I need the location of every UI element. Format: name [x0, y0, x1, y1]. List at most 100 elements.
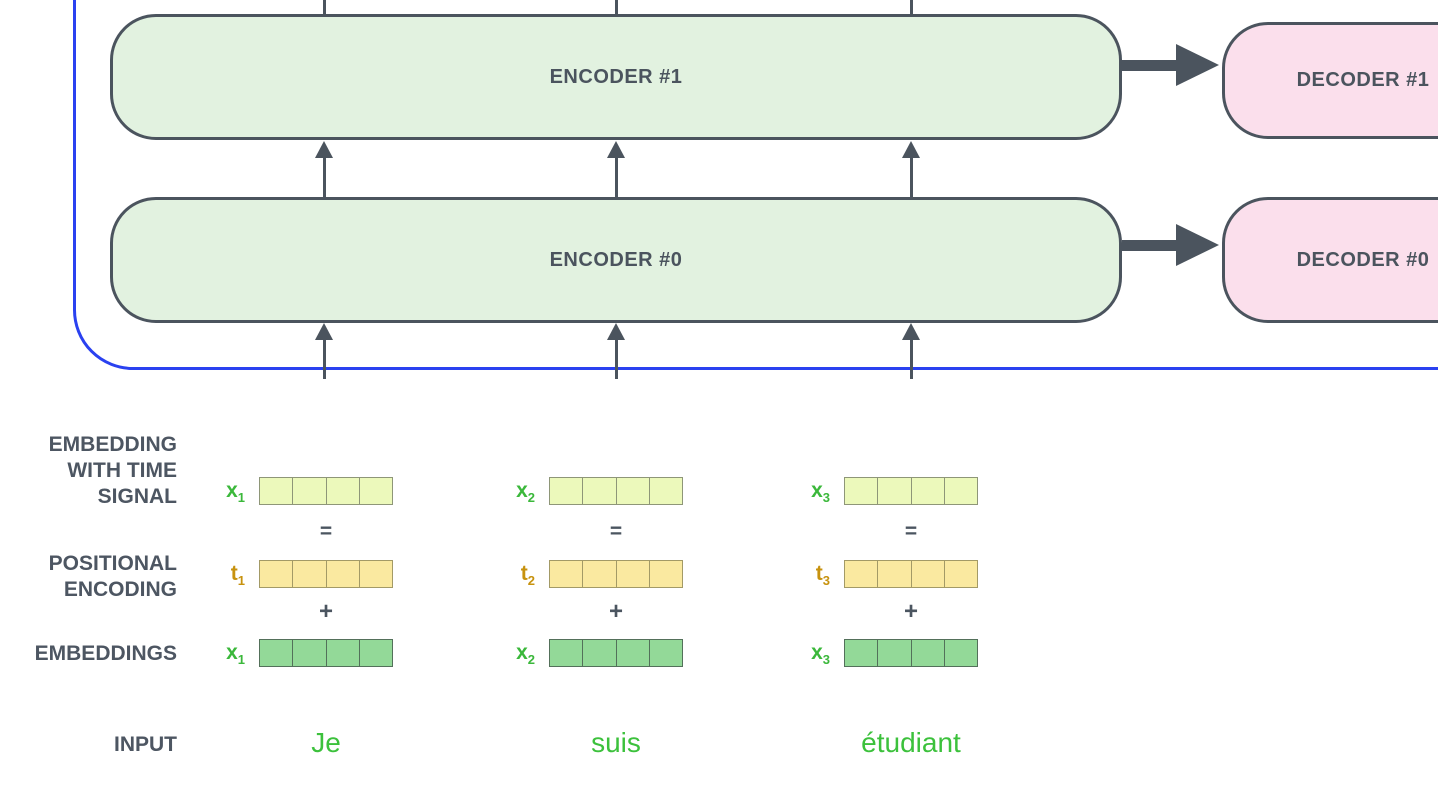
input-word: étudiant [861, 727, 961, 758]
embedding-column-1: x1 = t1 + x1 Je [199, 470, 393, 790]
vector-cell [650, 561, 682, 587]
time-signal-vector-cells [549, 477, 683, 505]
vector-cell [293, 640, 327, 666]
vector-cell [260, 561, 294, 587]
vector-cell [360, 561, 392, 587]
top-stem-3 [910, 0, 913, 15]
embedding-vector-cells [844, 639, 978, 667]
vector-cell [650, 478, 682, 504]
up-arrow-stem [910, 339, 913, 379]
vector-cell [945, 640, 977, 666]
up-arrow-stem [323, 157, 326, 198]
time-signal-vector-label: x1 [226, 479, 245, 506]
up-arrow-stem [323, 339, 326, 379]
label-line: POSITIONAL [48, 552, 177, 575]
vector-cell [617, 561, 650, 587]
embedding-vector-label: x3 [811, 641, 830, 668]
encoder0-to-decoder0-arrow-shaft [1122, 240, 1178, 251]
label-line: WITH TIME [67, 459, 177, 482]
plus-operator: + [318, 598, 333, 625]
positional-vector-cells [844, 560, 978, 588]
label-line: EMBEDDING [48, 433, 177, 456]
up-arrow-icon [315, 323, 333, 340]
plus-operator: + [608, 598, 623, 625]
encoder1-to-decoder1-arrow-shaft [1122, 60, 1178, 71]
encoder0-to-decoder0-arrow-head [1176, 224, 1219, 266]
vector-cell [878, 561, 912, 587]
up-arrow-stem [615, 339, 618, 379]
encoder-1-label: ENCODER #1 [549, 65, 683, 88]
vector-cell [583, 561, 617, 587]
up-arrow-stem [910, 157, 913, 198]
positional-encoding-label: POSITIONAL ENCODING [0, 551, 177, 603]
equals-operator: = [319, 520, 333, 543]
encoder-stack-outline [73, 0, 1438, 370]
embedding-column-3: x3 = t3 + x3 étudiant [784, 470, 978, 790]
vector-cell [945, 478, 977, 504]
time-signal-vector-cells [844, 477, 978, 505]
vector-cell [293, 478, 327, 504]
positional-vector-label: t1 [230, 562, 245, 589]
vector-cell [550, 640, 584, 666]
vector-cell [878, 640, 912, 666]
decoder-1-box: DECODER #1 [1222, 22, 1438, 139]
positional-vector-label: t2 [520, 562, 535, 589]
decoder-1-label: DECODER #1 [1296, 69, 1430, 91]
decoder-0-label: DECODER #0 [1296, 248, 1430, 271]
positional-vector-cells [259, 560, 393, 588]
input-word: suis [591, 727, 641, 758]
up-arrow-icon [902, 141, 920, 158]
positional-vector-label: t3 [815, 562, 830, 589]
vector-cell [550, 478, 584, 504]
embedding-vector-label: x2 [516, 641, 535, 668]
vector-cell [945, 561, 977, 587]
vector-cell [260, 478, 294, 504]
label-line: ENCODING [63, 578, 177, 601]
vector-cell [260, 640, 294, 666]
vector-cell [912, 561, 945, 587]
up-arrow-icon [607, 323, 625, 340]
up-arrow-stem [615, 157, 618, 198]
vector-cell [583, 640, 617, 666]
embedding-vector-label: x1 [226, 641, 245, 668]
vector-cell [845, 561, 879, 587]
vector-cell [878, 478, 912, 504]
label-line: SIGNAL [97, 485, 177, 508]
vector-cell [617, 640, 650, 666]
vector-cell [845, 640, 879, 666]
vector-cell [845, 478, 879, 504]
vector-cell [912, 640, 945, 666]
vector-cell [360, 478, 392, 504]
top-stem-1 [323, 0, 326, 15]
embedding-with-time-signal-label: EMBEDDING WITH TIME SIGNAL [0, 432, 177, 510]
time-signal-vector-cells [259, 477, 393, 505]
top-stem-2 [615, 0, 618, 15]
embeddings-label: EMBEDDINGS [34, 642, 177, 665]
equals-operator: = [609, 520, 623, 543]
vector-cell [550, 561, 584, 587]
vector-cell [583, 478, 617, 504]
positional-vector-cells [549, 560, 683, 588]
vector-cell [617, 478, 650, 504]
up-arrow-icon [607, 141, 625, 158]
encoder-0-label: ENCODER #0 [549, 248, 683, 271]
encoder-1-box: ENCODER #1 [110, 14, 1122, 140]
vector-cell [360, 640, 392, 666]
plus-operator: + [903, 598, 918, 625]
vector-cell [650, 640, 682, 666]
input-label: INPUT [114, 733, 177, 756]
embedding-vector-cells [259, 639, 393, 667]
vector-cell [327, 640, 360, 666]
up-arrow-icon [902, 323, 920, 340]
input-word: Je [311, 727, 341, 758]
decoder-0-box: DECODER #0 [1222, 197, 1438, 323]
equals-operator: = [904, 520, 918, 543]
embedding-vector-cells [549, 639, 683, 667]
time-signal-vector-label: x3 [811, 479, 830, 506]
vector-cell [327, 478, 360, 504]
encoder1-to-decoder1-arrow-head [1176, 44, 1219, 86]
up-arrow-icon [315, 141, 333, 158]
time-signal-vector-label: x2 [516, 479, 535, 506]
embedding-column-2: x2 = t2 + x2 suis [489, 470, 683, 790]
